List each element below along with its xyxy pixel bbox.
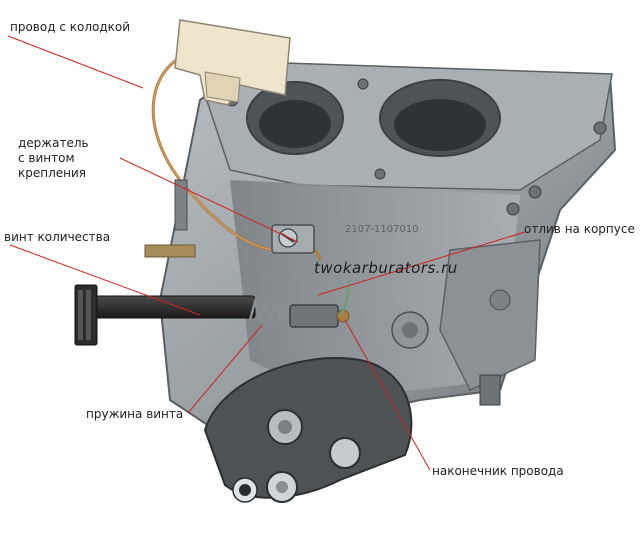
screw-spring [248,297,292,325]
side-fittings [391,289,511,406]
holder-with-screw [271,224,315,254]
wire-connector [174,19,291,106]
wire-tip [289,279,352,328]
carburetor-bores [246,79,501,157]
fuel-tube [144,179,196,258]
leader-line-quantity-screw [9,244,201,316]
label-holder: держатель с винтом крепления [18,136,89,181]
label-holder-line3: крепления [18,166,87,180]
label-wire-with-connector: провод с колодкой [10,20,131,34]
label-wire-tip: наконечник провода [432,464,564,478]
leader-line-wire [7,35,144,89]
label-body-casting: отлив на корпусе [524,222,635,236]
leader-line-body-casting [317,231,526,296]
casting-mark: 2107-1107010 [345,224,419,235]
leader-line-spring [187,324,263,414]
label-screw-spring: пружина винта [86,407,184,421]
quantity-screw [74,284,256,346]
watermark: twokarburators.ru [314,259,458,277]
throttle-lever [203,357,413,503]
leader-line-holder [119,157,299,243]
label-holder-line2: с винтом [18,151,75,165]
leader-line-wire-tip [344,319,431,471]
label-holder-line1: держатель [18,136,89,150]
label-quantity-screw: винт количества [4,230,111,244]
leader-lines [7,35,526,471]
